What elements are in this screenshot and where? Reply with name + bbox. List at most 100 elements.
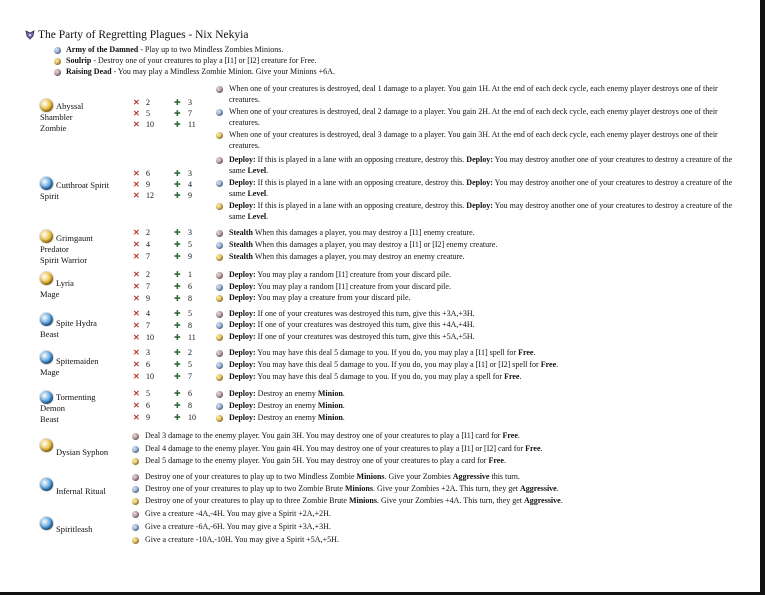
attack-value: 6 [146,360,150,369]
level-3-icon [132,458,139,465]
health-icon: ✚ [174,252,181,261]
level-3-icon [216,295,223,302]
ability-desc: - Play up to two Mindless Zombies Minion… [138,45,284,54]
health-value: 5 [188,240,192,249]
level-2-text: Deploy: You may have this deal 5 damage … [229,360,559,369]
attack-value: 4 [146,309,150,318]
card-type-icon [40,517,53,530]
ability-army-of-the-damned: Army of the Damned - Play up to two Mind… [66,45,283,55]
level-2-text: Deploy: If one of your creatures was des… [229,320,475,329]
health-icon: ✚ [174,413,181,422]
attack-value: 4 [146,240,150,249]
card-name-line: Spiritleash [56,524,93,534]
attack-icon: ✕ [133,282,140,291]
health-value: 6 [188,282,192,291]
card-name-line: Spitemaiden [56,356,99,366]
health-icon: ✚ [174,228,181,237]
attack-icon: ✕ [133,270,140,279]
card-type-icon [40,478,53,491]
attack-value: 9 [146,294,150,303]
level-1-text: Deploy: You may have this deal 5 damage … [229,348,536,357]
level-1-icon [132,433,139,440]
level-3-text: When one of your creatures is destroyed,… [229,130,718,150]
health-icon: ✚ [174,389,181,398]
health-icon: ✚ [174,333,181,342]
attack-value: 9 [146,180,150,189]
health-icon: ✚ [174,348,181,357]
attack-value: 6 [146,169,150,178]
health-value: 10 [188,413,196,422]
level-2-icon [132,446,139,453]
level-2-icon [132,524,139,531]
level-2-icon [132,486,139,493]
attack-value: 5 [146,389,150,398]
health-icon: ✚ [174,294,181,303]
level-3-text: Deploy: You may have this deal 5 damage … [229,372,522,381]
ability-name: Army of the Damned [66,45,139,54]
health-icon: ✚ [174,282,181,291]
ability-bullet-icon [54,47,61,54]
card-name-line: Grimgaunt [56,233,93,243]
level-1-icon [132,511,139,518]
attack-icon: ✕ [133,372,140,381]
level-1-text: Deploy: If this is played in a lane with… [229,155,733,175]
level-2-icon [216,403,223,410]
attack-value: 7 [146,321,150,330]
attack-icon: ✕ [133,360,140,369]
attack-value: 10 [146,372,154,381]
attack-icon: ✕ [133,191,140,200]
health-icon: ✚ [174,120,181,129]
health-icon: ✚ [174,372,181,381]
health-value: 2 [188,348,192,357]
level-1-text: Deploy: If one of your creatures was des… [229,309,475,318]
attack-value: 7 [146,282,150,291]
card-name-line: Mage [40,367,60,377]
attack-value: 10 [146,120,154,129]
level-2-text: Give a creature -6A,-6H. You may give a … [145,522,331,531]
attack-icon: ✕ [133,348,140,357]
health-icon: ✚ [174,98,181,107]
level-1-icon [216,350,223,357]
health-value: 3 [188,228,192,237]
attack-icon: ✕ [133,309,140,318]
attack-value: 2 [146,228,150,237]
level-2-text: Stealth When this damages a player, you … [229,240,498,249]
level-3-icon [216,374,223,381]
attack-icon: ✕ [133,98,140,107]
attack-value: 7 [146,252,150,261]
card-type-icon [40,177,53,190]
health-value: 8 [188,321,192,330]
attack-icon: ✕ [133,169,140,178]
attack-icon: ✕ [133,228,140,237]
card-name-line: Tormenting [56,392,96,402]
health-icon: ✚ [174,401,181,410]
health-icon: ✚ [174,191,181,200]
card-type-icon [40,230,53,243]
health-value: 9 [188,191,192,200]
level-3-icon [132,498,139,505]
level-2-icon [216,109,223,116]
level-3-icon [216,254,223,261]
level-3-icon [132,537,139,544]
attack-value: 2 [146,98,150,107]
level-3-text: Deploy: You may play a creature from you… [229,293,411,302]
health-value: 5 [188,309,192,318]
card-type-icon [40,351,53,364]
level-3-text: Deploy: Destroy an enemy Minion. [229,413,345,422]
attack-icon: ✕ [133,401,140,410]
attack-icon: ✕ [133,120,140,129]
level-2-text: Deploy: Destroy an enemy Minion. [229,401,345,410]
card-name-line: Beast [40,414,59,424]
level-3-text: Give a creature -10A,-10H. You may give … [145,535,339,544]
card-name-line: Spirit Warrior [40,255,88,265]
ability-bullet-icon [54,69,61,76]
level-1-icon [216,230,223,237]
card-type-icon [40,391,53,404]
health-value: 6 [188,389,192,398]
ability-bullet-icon [54,58,61,65]
attack-icon: ✕ [133,252,140,261]
page-edge-bottom [0,592,765,595]
level-2-text: Deploy: If this is played in a lane with… [229,178,733,198]
level-1-icon [216,391,223,398]
health-value: 9 [188,252,192,261]
